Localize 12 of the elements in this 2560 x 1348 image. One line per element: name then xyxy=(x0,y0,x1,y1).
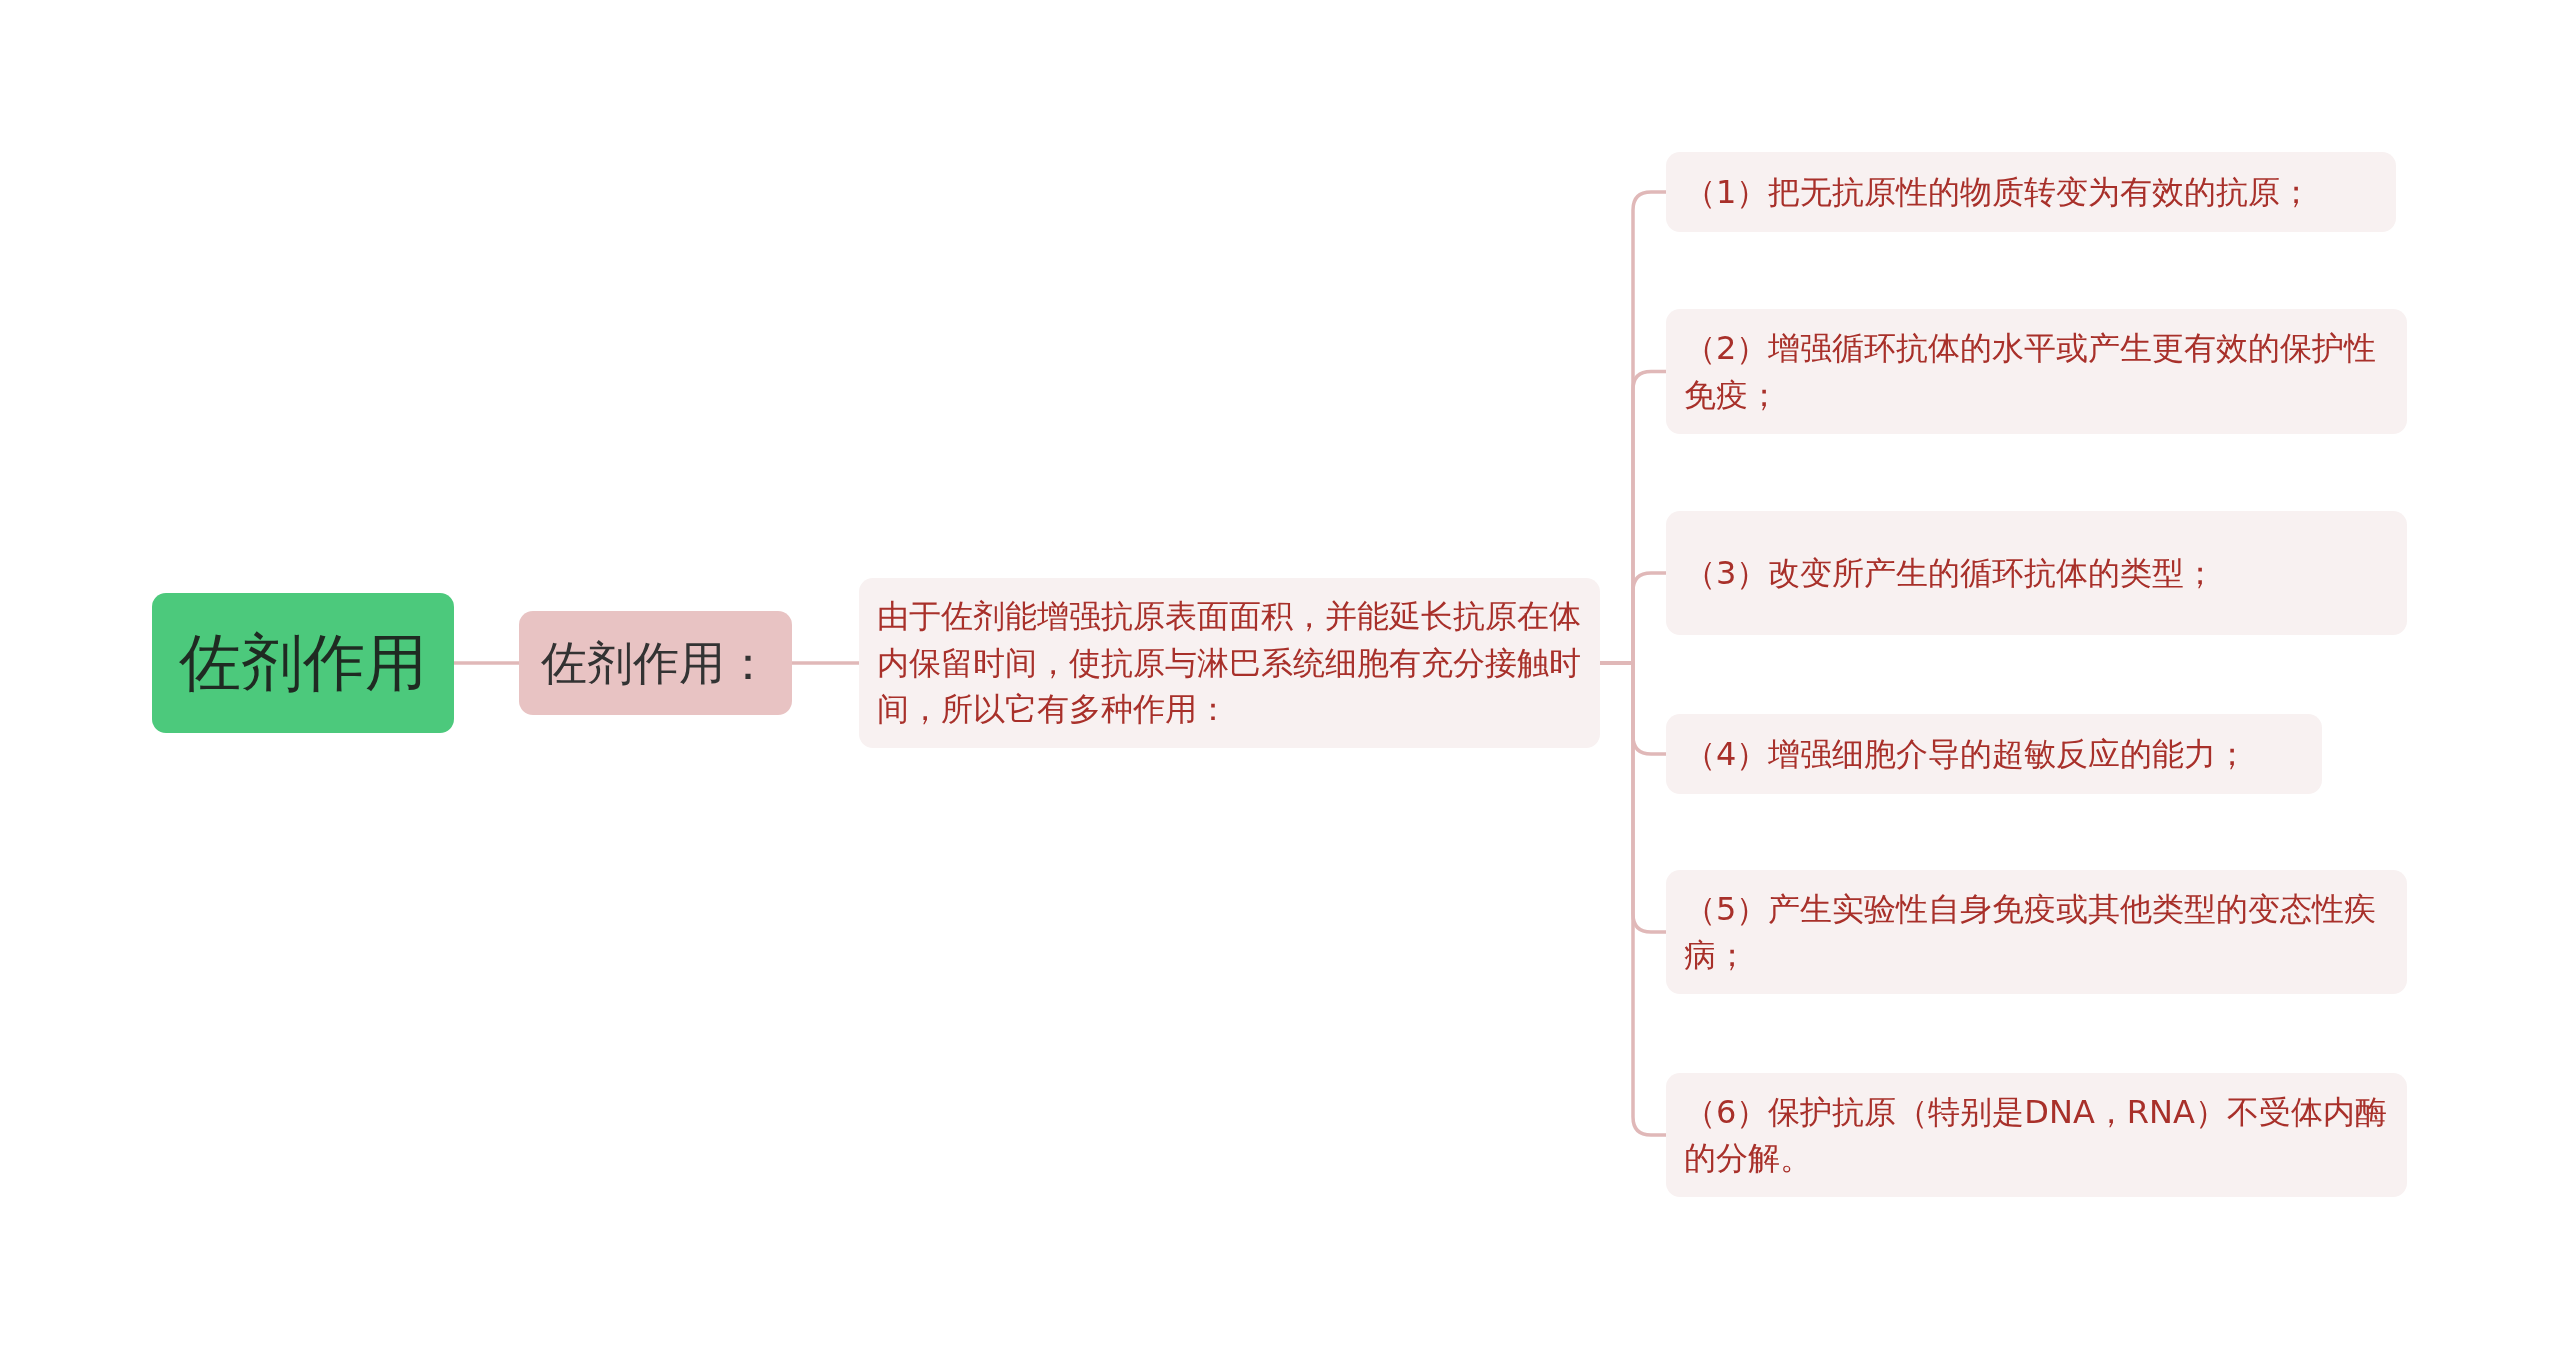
topic-box: （6）保护抗原（特别是DNA，RNA）不受体内酶的分解。 xyxy=(1666,1073,2407,1197)
topic-box: （5）产生实验性自身免疫或其他类型的变态性疾病； xyxy=(1666,870,2407,994)
topic-box: 佐剂作用： xyxy=(519,611,792,715)
connector-line xyxy=(454,661,519,665)
topic-box: （2）增强循环抗体的水平或产生更有效的保护性免疫； xyxy=(1666,309,2407,434)
topic-box: （4）增强细胞介导的超敏反应的能力； xyxy=(1666,714,2322,794)
topic-box: 由于佐剂能增强抗原表面面积，并能延长抗原在体内保留时间，使抗原与淋巴系统细胞有充分接触时间，所以它有多种作用： xyxy=(859,578,1600,748)
connector-line xyxy=(1600,661,1666,1137)
connector-line xyxy=(792,661,859,665)
root-topic-box: 佐剂作用 xyxy=(152,593,454,733)
topic-box: （1）把无抗原性的物质转变为有效的抗原； xyxy=(1666,152,2396,232)
topic-box: （3）改变所产生的循环抗体的类型； xyxy=(1666,511,2407,635)
